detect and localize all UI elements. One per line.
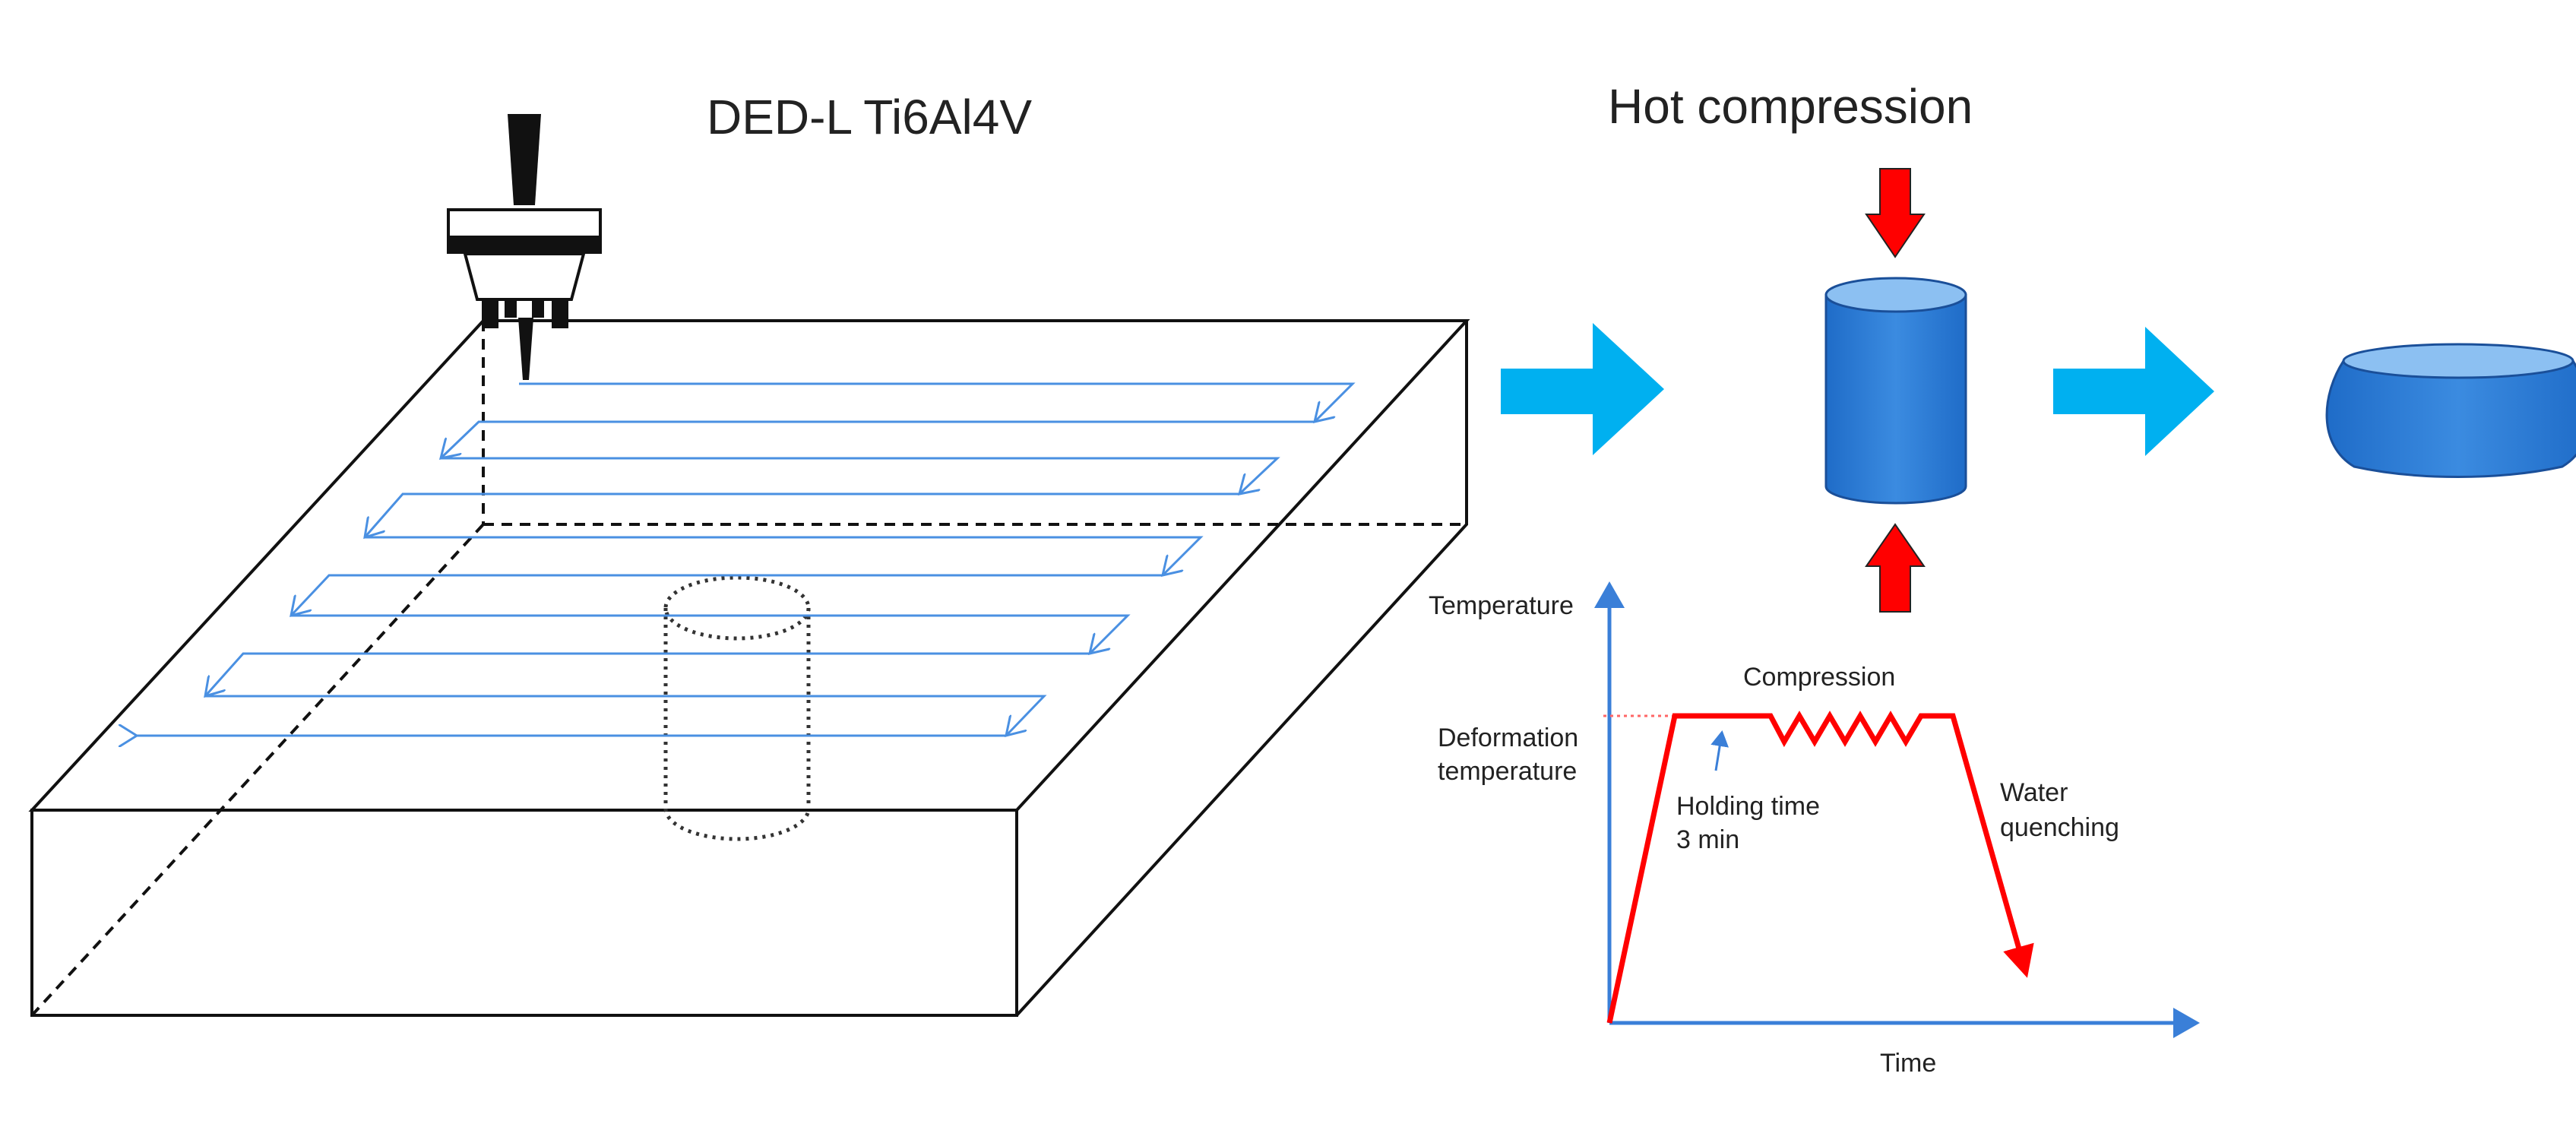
water-quenching-label-line2: quenching bbox=[2000, 813, 2119, 842]
block-hidden-edges bbox=[30, 321, 1467, 1017]
right-arrow-icon bbox=[1501, 323, 1664, 455]
deposited-block bbox=[28, 319, 1470, 1017]
right-arrow-icon bbox=[2053, 327, 2214, 456]
sample-cylinder-outline bbox=[663, 575, 811, 841]
laser-deposition-nozzle-icon bbox=[447, 114, 602, 380]
holding-time-label-line2: 3 min bbox=[1676, 825, 1739, 854]
compression-label: Compression bbox=[1743, 663, 1895, 692]
temperature-profile-line bbox=[1606, 711, 2034, 1024]
scan-path-pass bbox=[365, 492, 1239, 537]
scan-path-pass bbox=[291, 574, 1163, 616]
block-front-face bbox=[30, 809, 1018, 1017]
cylinder-specimen bbox=[1824, 277, 1967, 505]
x-axis-label: Time bbox=[1880, 1049, 1936, 1078]
deformation-temperature-label-line2: temperature bbox=[1438, 757, 1577, 786]
holding-time-pointer bbox=[1710, 730, 1729, 771]
temperature-time-graph: Temperature Time Deformation temperature… bbox=[1429, 581, 2200, 1078]
scan-path-pass bbox=[519, 382, 1356, 422]
water-quenching-label-line1: Water bbox=[2000, 778, 2068, 807]
scan-path-pass bbox=[441, 420, 1315, 458]
block-side-face bbox=[1015, 321, 1468, 1017]
compression-arrow-icon bbox=[1865, 168, 1926, 258]
scan-path-pass bbox=[291, 614, 1131, 654]
hot-compression-title: Hot compression bbox=[1608, 79, 1973, 134]
laser-scan-path bbox=[137, 382, 1356, 736]
scan-path-pass bbox=[205, 695, 1047, 736]
compressed-specimen bbox=[2325, 343, 2576, 478]
scan-path-pass bbox=[365, 536, 1204, 575]
holding-time-label-line1: Holding time bbox=[1676, 792, 1820, 821]
y-axis-label: Temperature bbox=[1429, 591, 1574, 620]
scan-path-pass bbox=[441, 457, 1280, 494]
compression-arrow-icon bbox=[1865, 523, 1926, 613]
scan-path-pass bbox=[205, 652, 1090, 696]
deformation-temperature-label-line1: Deformation bbox=[1438, 723, 1578, 752]
ded-title: DED-L Ti6Al4V bbox=[707, 90, 1032, 144]
